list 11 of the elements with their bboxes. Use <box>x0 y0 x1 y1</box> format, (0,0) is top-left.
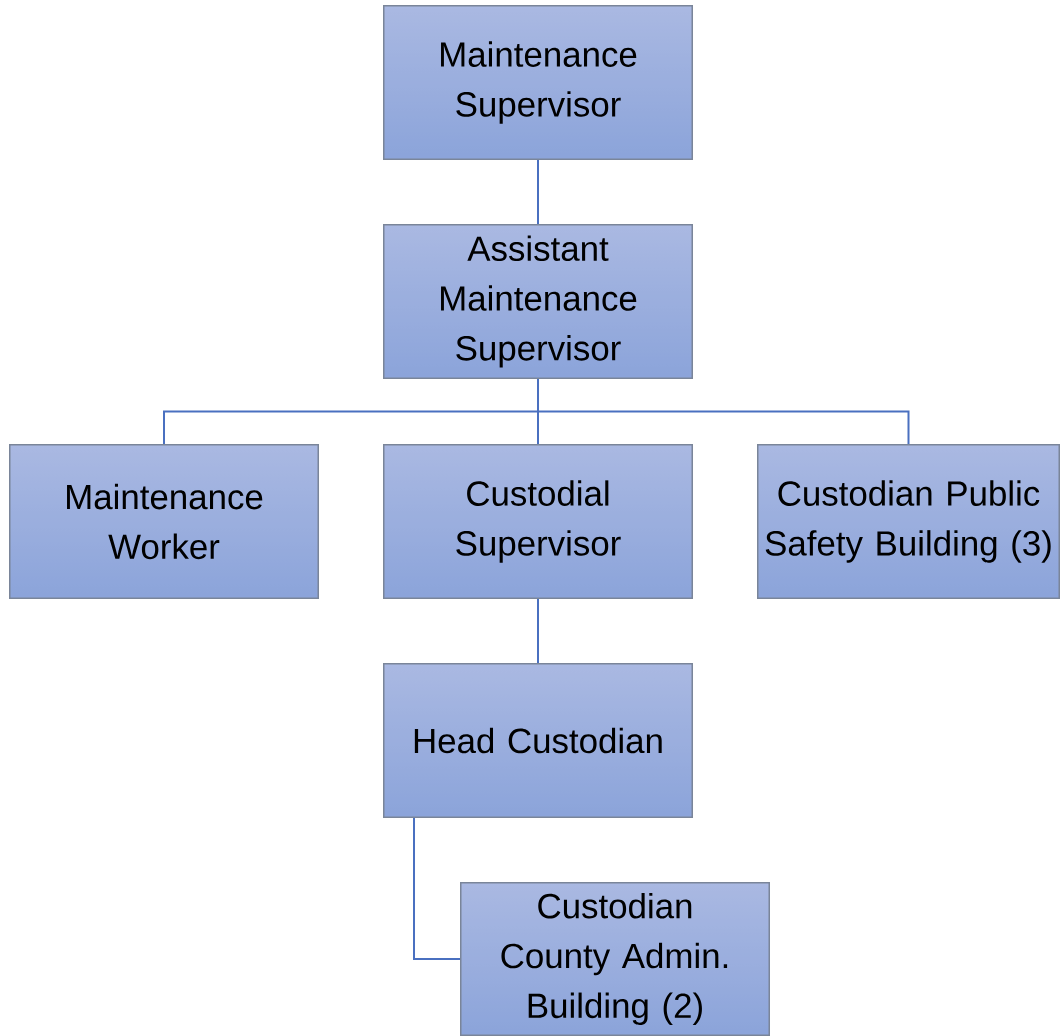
connector-line <box>537 378 910 445</box>
position-box: Assistant Maintenance Supervisor <box>383 224 693 379</box>
position-box: Maintenance Worker <box>9 444 319 599</box>
position-box: Maintenance Supervisor <box>383 5 693 160</box>
connector-line <box>537 159 539 225</box>
position-box: Custodian County Admin. Building (2) <box>460 882 770 1036</box>
connector-line <box>413 817 461 960</box>
position-box: Custodian Public Safety Building (3) <box>757 444 1060 599</box>
connector-line <box>537 598 539 664</box>
position-box: Custodial Supervisor <box>383 444 693 599</box>
position-box: Head Custodian <box>383 663 693 818</box>
